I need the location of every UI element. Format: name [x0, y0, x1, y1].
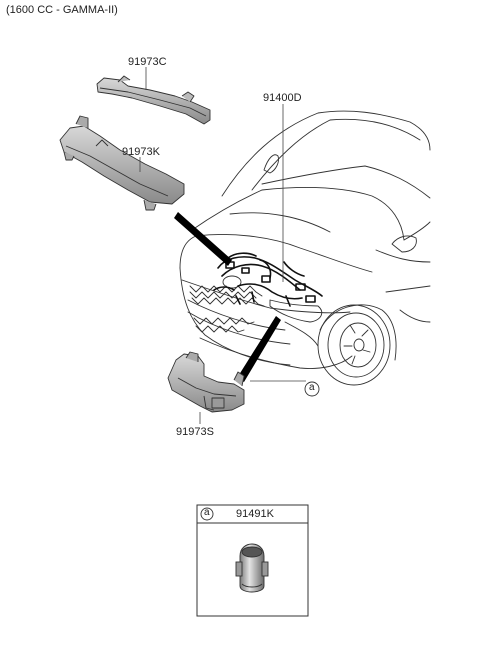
engine-variant-note: (1600 CC - GAMMA-II)	[6, 4, 118, 16]
part-label-91973s[interactable]: 91973S	[176, 426, 214, 438]
detail-box-circle-a	[200, 507, 214, 521]
part-label-91973c[interactable]: 91973C	[128, 56, 167, 68]
protector-91973k[interactable]	[59, 115, 185, 211]
detail-marker-a: a	[204, 507, 210, 518]
bracket-91973s[interactable]	[167, 351, 245, 413]
part-label-91491k[interactable]: 91491K	[236, 508, 274, 520]
grommet-91491k[interactable]	[235, 543, 269, 593]
detail-box	[196, 504, 309, 617]
part-label-91973k[interactable]: 91973K	[122, 146, 160, 158]
callout-circle-a	[304, 381, 320, 397]
protector-91973c[interactable]	[96, 75, 211, 125]
callout-marker-a: a	[309, 382, 315, 393]
vehicle-outline	[179, 110, 431, 386]
main-wiring-harness[interactable]	[213, 252, 323, 307]
part-label-91400d[interactable]: 91400D	[263, 92, 302, 104]
location-pointers	[174, 212, 281, 382]
leader-lines	[139, 67, 306, 424]
